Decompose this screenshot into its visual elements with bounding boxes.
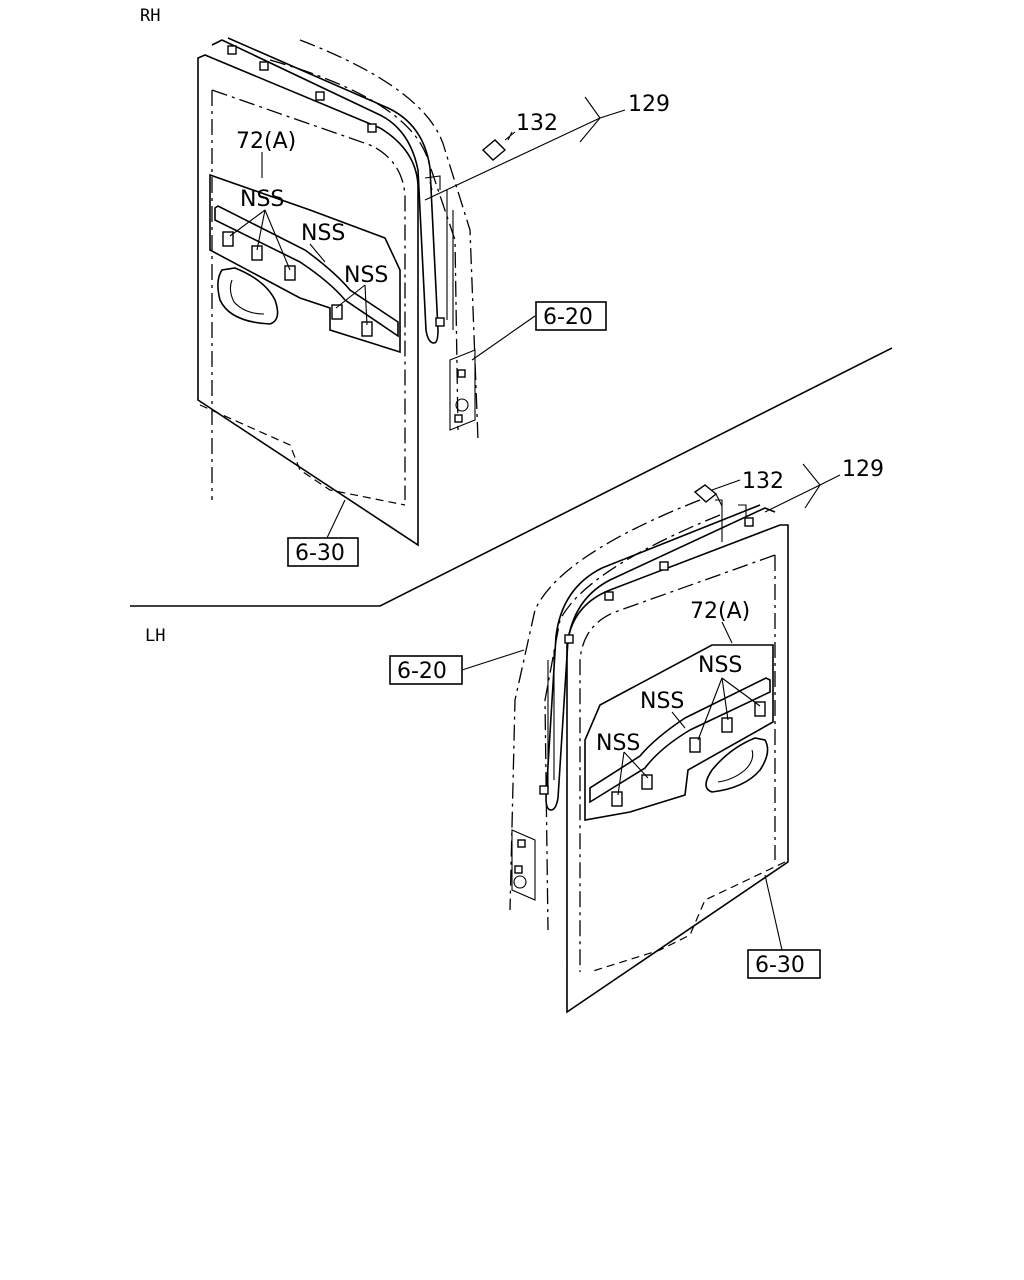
rh-trim-clips: [222, 231, 373, 337]
rh-trim-strip: [214, 205, 399, 338]
rh-door-panel: [197, 54, 419, 547]
lh-ref-6-30: 6-30: [755, 953, 805, 978]
lh-ref-box-6-20: [389, 655, 463, 685]
lh-side-label: LH: [145, 626, 165, 646]
lh-label-132: 132: [742, 469, 784, 494]
lh-ref-box-6-30: [747, 949, 821, 979]
rh-body-edge: [299, 39, 479, 441]
rh-ref-box-6-30: [287, 537, 359, 567]
rh-door-lower-contour: [199, 404, 406, 506]
rh-pillar: [446, 190, 476, 431]
lh-door-window-frame: [579, 554, 776, 972]
lh-pillar: [511, 650, 555, 901]
lh-label-72a: 72(A): [690, 599, 750, 624]
lh-body-edge: [509, 499, 701, 911]
lh-door-assembly: [461, 463, 841, 1014]
lh-label-129: 129: [842, 457, 884, 482]
lh-label-nss-1: NSS: [698, 653, 742, 678]
lh-door-lower-contour: [589, 861, 786, 973]
rh-ref-6-30: 6-30: [295, 541, 345, 566]
lh-ref-6-20: 6-20: [397, 659, 447, 684]
rh-label-72a: 72(A): [236, 129, 296, 154]
lh-trim-strip: [589, 677, 771, 804]
rh-leaders: [229, 96, 626, 541]
lh-rail-clips: [539, 517, 754, 795]
lh-body-edge-inner: [544, 514, 721, 931]
rh-ref-6-20: 6-20: [543, 305, 593, 330]
rh-body-edge-inner: [269, 59, 459, 431]
lh-label-nss-2: NSS: [640, 689, 684, 714]
rh-door-assembly: [197, 37, 626, 547]
rh-label-nss-3: NSS: [344, 263, 388, 288]
lh-door-panel: [566, 524, 789, 1014]
rh-trim-panel-outline: [209, 173, 401, 354]
rh-rail-clips: [227, 45, 445, 327]
lh-door-handle: [705, 737, 769, 793]
lh-leaders: [461, 463, 841, 951]
rh-label-nss-2: NSS: [301, 221, 345, 246]
lh-label-nss-3: NSS: [596, 731, 640, 756]
rh-door-handle: [217, 267, 279, 325]
rh-label-nss-1: NSS: [240, 187, 284, 212]
rh-top-rail: [211, 37, 439, 344]
rh-side-label: RH: [140, 6, 160, 26]
lh-trim-clips: [611, 701, 766, 807]
rh-label-132: 132: [516, 111, 558, 136]
rh-label-129: 129: [628, 92, 670, 117]
section-divider: [130, 347, 893, 607]
lh-top-rail: [545, 504, 776, 811]
lh-trim-panel-outline: [584, 644, 774, 821]
rh-ref-box-6-20: [535, 301, 607, 331]
rh-door-window-frame: [211, 89, 406, 500]
